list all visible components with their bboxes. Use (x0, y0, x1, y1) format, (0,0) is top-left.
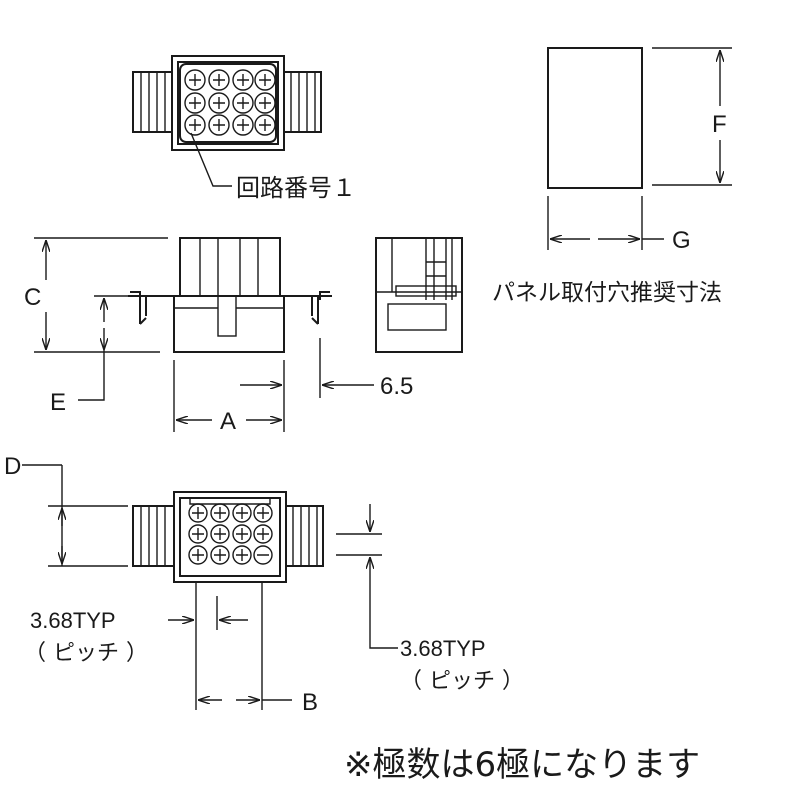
top-view-connector (132, 55, 322, 187)
panel-cutout-title: パネル取付穴推奨寸法 (492, 280, 722, 306)
front-view-connector (34, 237, 374, 432)
dim-E-label: E (50, 389, 66, 416)
panel-cutout-view (547, 47, 732, 250)
pitch-right-value: 3.68TYP (400, 636, 486, 661)
pitch-left-value: 3.68TYP (30, 608, 116, 633)
bottom-view-connector (22, 464, 398, 710)
dim-F-label: F (712, 111, 727, 138)
dim-A-label: A (220, 408, 236, 435)
dim-D-label: D (4, 453, 21, 480)
dim-6-5-label: 6.5 (380, 373, 413, 400)
dim-G-label: G (672, 227, 691, 254)
pole-count-note: ※極数は6極になります (344, 745, 700, 785)
side-view-connector (375, 237, 463, 353)
circuit-number-label: 回路番号１ (236, 174, 356, 202)
pitch-right-note: （ ピッチ ） (400, 669, 524, 694)
dim-C-label: C (24, 284, 41, 311)
pitch-left-note: （ ピッチ ） (24, 641, 148, 666)
dim-B-label: B (302, 689, 318, 716)
